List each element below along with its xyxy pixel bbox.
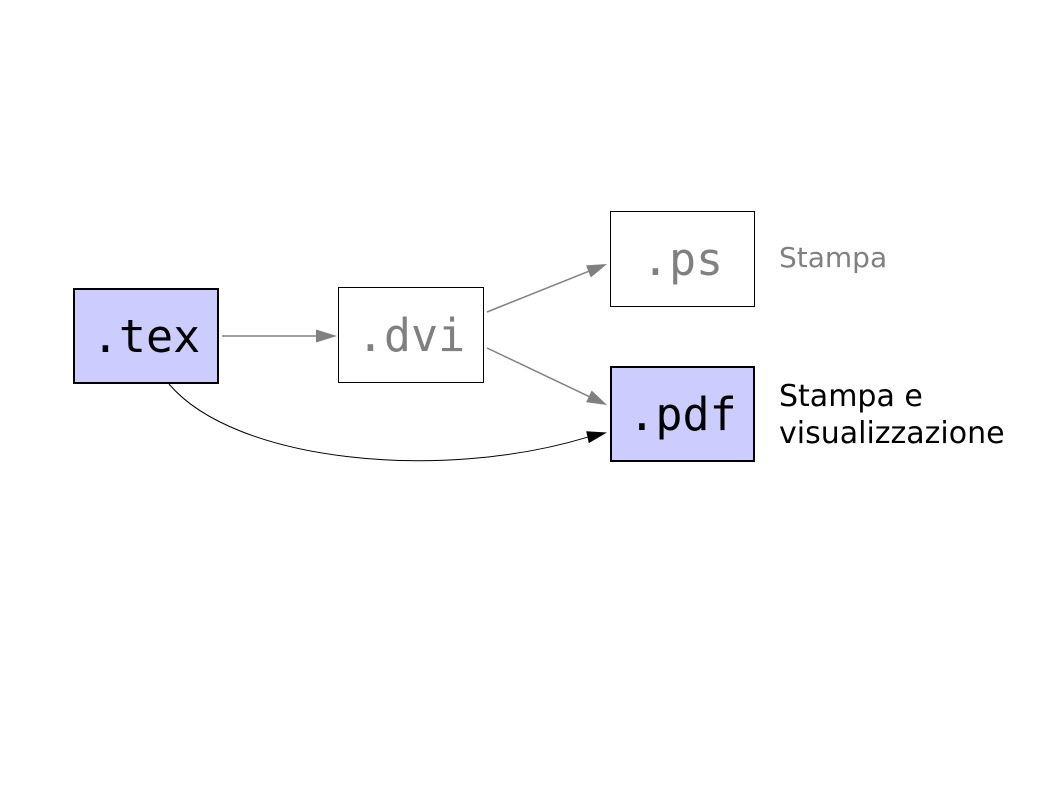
node-pdf: .pdf	[610, 366, 755, 462]
annotation-pdf: Stampa e visualizzazione	[779, 379, 1005, 451]
arrow-dvi-to-ps	[486, 264, 607, 313]
node-dvi: .dvi	[338, 287, 484, 383]
arrowhead-icon	[586, 431, 607, 444]
arrowhead-icon	[586, 390, 607, 405]
node-tex: .tex	[73, 288, 219, 384]
arrow-tex-to-pdf	[168, 383, 607, 462]
arrowhead-icon	[586, 264, 607, 278]
arrow-dvi-to-pdf	[486, 347, 607, 405]
node-label: .pdf	[628, 387, 737, 441]
arrowhead-icon	[316, 329, 337, 343]
annotation-ps: Stampa	[779, 241, 888, 274]
node-label: .dvi	[356, 308, 466, 362]
node-label: .ps	[641, 232, 724, 286]
node-ps: .ps	[610, 211, 755, 307]
arrow-tex-to-dvi	[222, 329, 337, 343]
node-label: .tex	[91, 309, 201, 363]
